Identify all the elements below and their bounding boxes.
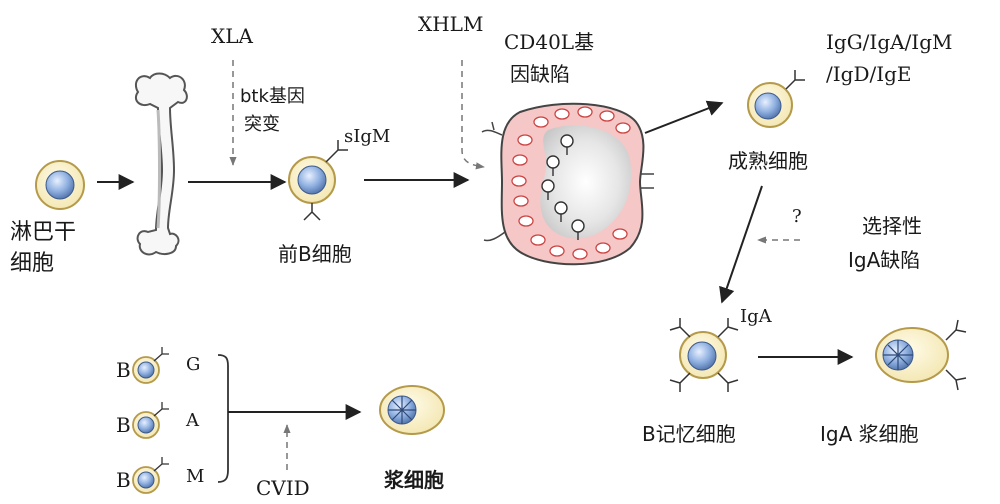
mature-b-cell: [747, 70, 805, 128]
iga-surface-label: IgA: [740, 306, 772, 327]
iga-deficiency-label-line2: IgA缺陷: [848, 248, 921, 272]
b-cell-m: [132, 457, 169, 494]
pre-b-cell: [288, 140, 348, 221]
xhlm-block-line: [461, 60, 485, 170]
b-cell-g: [132, 347, 169, 384]
bone-marrow-icon: [134, 72, 188, 256]
b-label-a: B: [116, 413, 131, 437]
xhlm-label: XHLM: [418, 12, 484, 36]
sigm-label: sIgM: [344, 126, 391, 147]
lymph-node: [481, 102, 654, 266]
isotypes-label-line1: IgG/IgA/IgM: [826, 30, 953, 54]
plasma-cell-label: 浆细胞: [384, 468, 444, 492]
memory-b-label: B记忆细胞: [642, 422, 736, 446]
plasma-cell: [379, 385, 445, 435]
btk-label-line2: 突变: [244, 114, 280, 135]
cvid-bracket: [217, 354, 229, 483]
iga-plasma-label: IgA 浆细胞: [820, 422, 919, 446]
isotypes-label-line2: /IgD/IgE: [826, 62, 912, 86]
pre-b-label: 前B细胞: [278, 242, 352, 266]
stem-cell-label-line1: 淋巴干: [10, 220, 77, 245]
xla-label: XLA: [211, 24, 253, 48]
cd40l-label-line2: 因缺陷: [510, 62, 570, 86]
cvid-label: CVID: [256, 476, 310, 500]
iga-plasma-cell: [875, 319, 967, 391]
lymphoid-stem-cell: [35, 160, 85, 210]
b-cell-a: [132, 402, 169, 439]
class-m-label: M: [186, 466, 205, 487]
mature-cell-label: 成熟细胞: [728, 149, 808, 173]
btk-label-line1: btk基因: [240, 86, 305, 107]
b-label-g: B: [116, 358, 131, 382]
b-label-m: B: [116, 468, 131, 492]
question-mark: ?: [792, 206, 802, 227]
class-a-label: A: [186, 410, 199, 431]
memory-b-cell: [669, 318, 739, 392]
cd40l-label-line1: CD40L基: [504, 30, 595, 54]
arrow-node-to-mature: [644, 100, 724, 134]
arrow-mature-to-memory: [719, 185, 763, 304]
class-g-label: G: [186, 354, 201, 375]
stem-cell-label-line2: 细胞: [10, 251, 55, 276]
iga-deficiency-label-line1: 选择性: [862, 214, 922, 238]
